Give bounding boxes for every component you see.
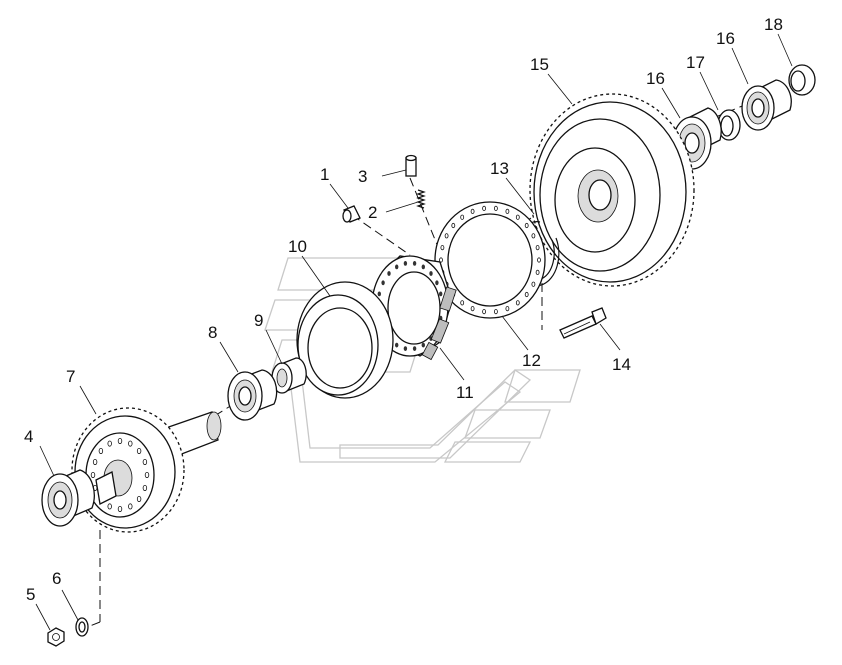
plate-hole	[515, 300, 520, 306]
callout-9: 9	[254, 311, 263, 330]
part-9-bushing	[271, 357, 307, 394]
part-15-large-gear	[529, 93, 695, 287]
hub-hole	[387, 271, 391, 276]
part-1-pin	[342, 205, 361, 223]
plate-hole	[531, 233, 536, 239]
plate-hole	[470, 305, 475, 312]
callout-11: 11	[456, 383, 474, 402]
leader-lines	[35, 33, 793, 631]
plate-hole	[482, 205, 487, 211]
callout-14: 14	[612, 355, 631, 374]
plate-hole	[505, 305, 510, 312]
part-3-pin	[405, 154, 417, 177]
gear-hole	[90, 471, 96, 478]
hub-hole	[421, 342, 425, 348]
plate-hole	[524, 222, 529, 229]
callout-8: 8	[208, 323, 217, 342]
plate-hole	[451, 222, 456, 229]
callout-10: 10	[288, 237, 307, 256]
plate-hole	[535, 269, 540, 275]
gear-hole	[117, 505, 123, 512]
plate-hole	[482, 308, 487, 315]
hub-hole	[421, 264, 425, 270]
callout-3: 3	[358, 167, 367, 186]
part-5-nut	[47, 627, 65, 647]
plate-hole	[460, 300, 465, 306]
callout-5: 5	[26, 585, 35, 604]
hub-hole	[395, 264, 399, 270]
callout-16-left: 16	[646, 69, 665, 88]
callout-17: 17	[686, 53, 705, 72]
gear-hole	[128, 440, 133, 447]
hub-hole	[403, 261, 408, 266]
part-12-perforated-plate	[434, 201, 546, 319]
part-18-seal	[788, 64, 816, 96]
part-6-washer	[75, 617, 89, 637]
callout-1: 1	[320, 165, 329, 184]
plate-hole	[444, 233, 449, 239]
plate-hole	[493, 308, 498, 315]
hub-hole	[377, 291, 381, 297]
callout-7: 7	[66, 367, 75, 386]
callout-16-right: 16	[716, 29, 735, 48]
part-7-shaft-gear	[71, 407, 222, 533]
plate-hole	[535, 245, 540, 251]
hub-hole	[435, 280, 439, 286]
callout-18: 18	[764, 15, 783, 34]
plate-hole	[440, 245, 445, 251]
gear-hole	[107, 503, 112, 510]
gear-hole	[136, 495, 142, 502]
part-8-bearing	[227, 369, 278, 421]
part-10-clutch-disc	[296, 281, 394, 399]
gear-hole	[98, 447, 104, 454]
callout-4: 4	[24, 427, 33, 446]
part-2-spring	[416, 189, 426, 209]
hub-hole	[412, 346, 417, 351]
gear-hole	[128, 503, 133, 510]
gear-hole	[142, 484, 148, 491]
plate-hole	[537, 257, 541, 263]
gear-hole	[117, 437, 123, 444]
gear-hole	[142, 458, 148, 465]
callout-2: 2	[368, 203, 377, 222]
hub-hole	[395, 342, 399, 348]
gear-hole	[144, 471, 150, 478]
gear-hole	[136, 447, 142, 454]
plate-hole	[493, 205, 498, 211]
plate-hole	[460, 214, 465, 220]
callout-6: 6	[52, 569, 61, 588]
callout-labels: 1 2 3 4 5 6 7 8 9 10 11 12 13 14 15 16 1…	[24, 15, 783, 604]
hub-hole	[403, 346, 408, 351]
gear-hole	[107, 440, 112, 447]
hub-hole	[429, 271, 433, 276]
plate-hole	[439, 257, 443, 263]
plate-hole	[531, 281, 536, 287]
callout-12: 12	[522, 351, 541, 370]
gear-hole	[92, 458, 98, 465]
hub-hole	[439, 291, 443, 297]
part-4-bearing	[41, 469, 95, 527]
plate-hole	[470, 208, 475, 214]
hub-hole	[412, 261, 417, 266]
plate-hole	[505, 208, 510, 214]
hub-hole	[381, 280, 385, 286]
part-16-bearing-right	[741, 79, 792, 131]
callout-13: 13	[490, 159, 509, 178]
callout-15: 15	[530, 55, 549, 74]
plate-hole	[515, 214, 520, 220]
part-14-bolt	[559, 307, 607, 339]
plate-hole	[524, 291, 529, 298]
